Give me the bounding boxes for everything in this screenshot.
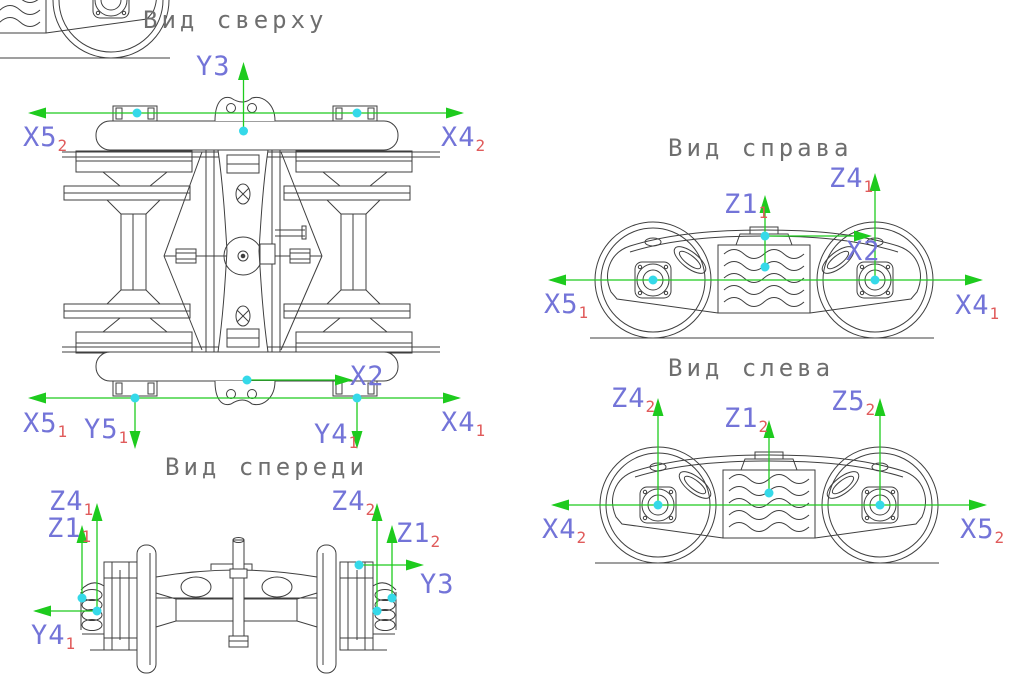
axis-label-y3-front: Y3 <box>420 569 455 600</box>
axis-arrowheads <box>28 62 987 617</box>
bogie-side-view <box>0 0 170 59</box>
front-view-drawing <box>80 537 397 674</box>
title-top-view: Вид сверху <box>143 6 328 34</box>
axis-label-x2-top: X2 <box>350 361 385 392</box>
title-left-view: Вид слева <box>668 354 835 382</box>
axis-label-y3-top: Y3 <box>196 51 231 82</box>
journal-box-assembly <box>80 561 138 651</box>
top-view-drawing <box>62 96 440 406</box>
wheelset-plan <box>63 150 193 354</box>
title-right-view: Вид справа <box>668 134 853 162</box>
origin-markers <box>77 108 885 616</box>
axis-label-x2-right: X2 <box>846 236 881 267</box>
title-front-view: Вид спереди <box>165 453 368 481</box>
axis-arrows <box>30 80 985 612</box>
